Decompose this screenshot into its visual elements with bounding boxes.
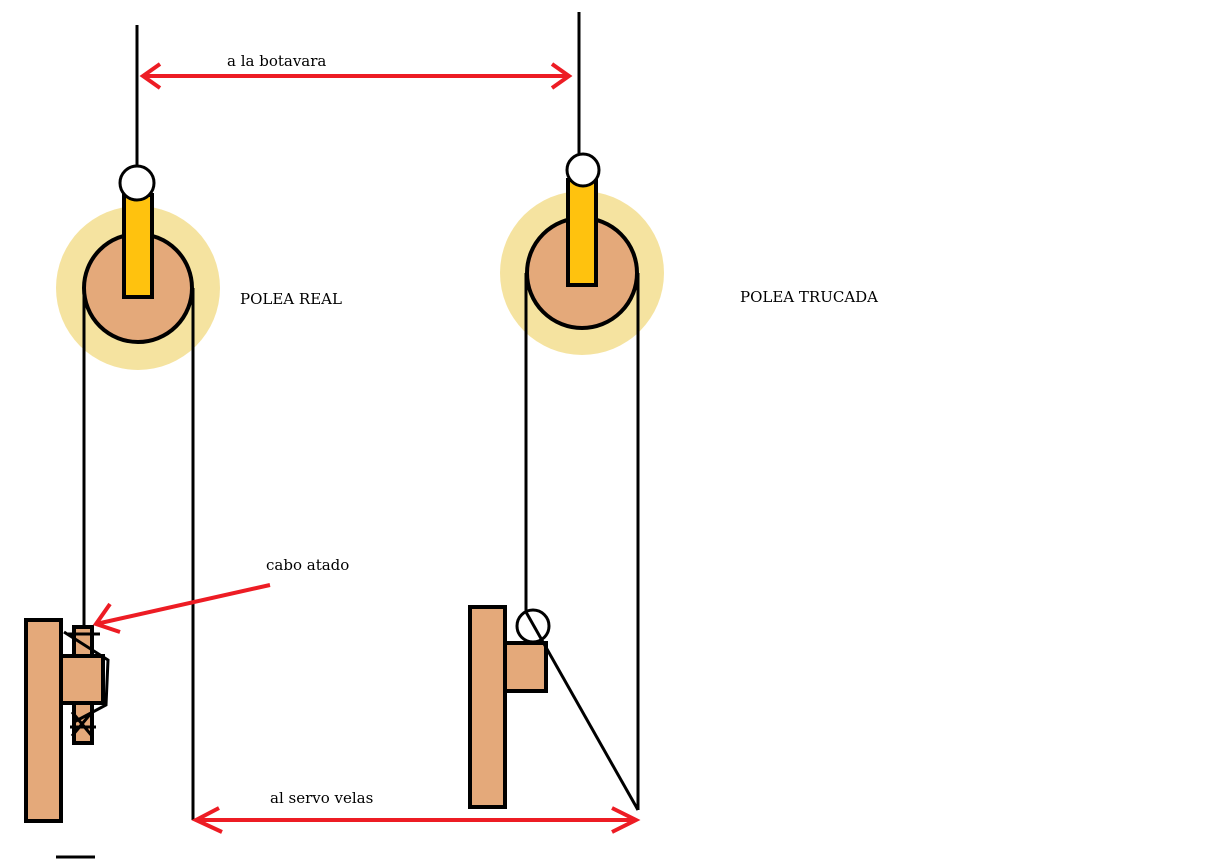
small-pulley-ring bbox=[515, 608, 551, 644]
label-servo-velas: al servo velas bbox=[270, 789, 373, 807]
shackle-ring bbox=[118, 164, 156, 202]
axle-strap bbox=[566, 178, 598, 287]
label-polea-real: POLEA REAL bbox=[240, 290, 342, 308]
block bbox=[59, 654, 105, 705]
trick-mount bbox=[468, 605, 640, 811]
arrow-servo bbox=[191, 806, 641, 834]
tied-knot bbox=[63, 630, 110, 737]
label-polea-trucada: POLEA TRUCADA bbox=[740, 288, 878, 306]
board bbox=[468, 605, 507, 809]
label-botavara: a la botavara bbox=[227, 52, 326, 70]
shackle-ring bbox=[565, 152, 601, 188]
axle-strap bbox=[122, 193, 154, 299]
board bbox=[24, 618, 63, 823]
pulley-real bbox=[56, 25, 220, 820]
block bbox=[503, 641, 548, 693]
label-cabo-atado: cabo atado bbox=[266, 556, 349, 574]
rope-diagonal bbox=[524, 611, 640, 811]
pulley-trick bbox=[500, 12, 664, 810]
arrow-botavara bbox=[139, 62, 573, 90]
tied-mount bbox=[24, 618, 110, 823]
arrows bbox=[92, 62, 641, 834]
arrow-tied-rope bbox=[92, 583, 271, 634]
